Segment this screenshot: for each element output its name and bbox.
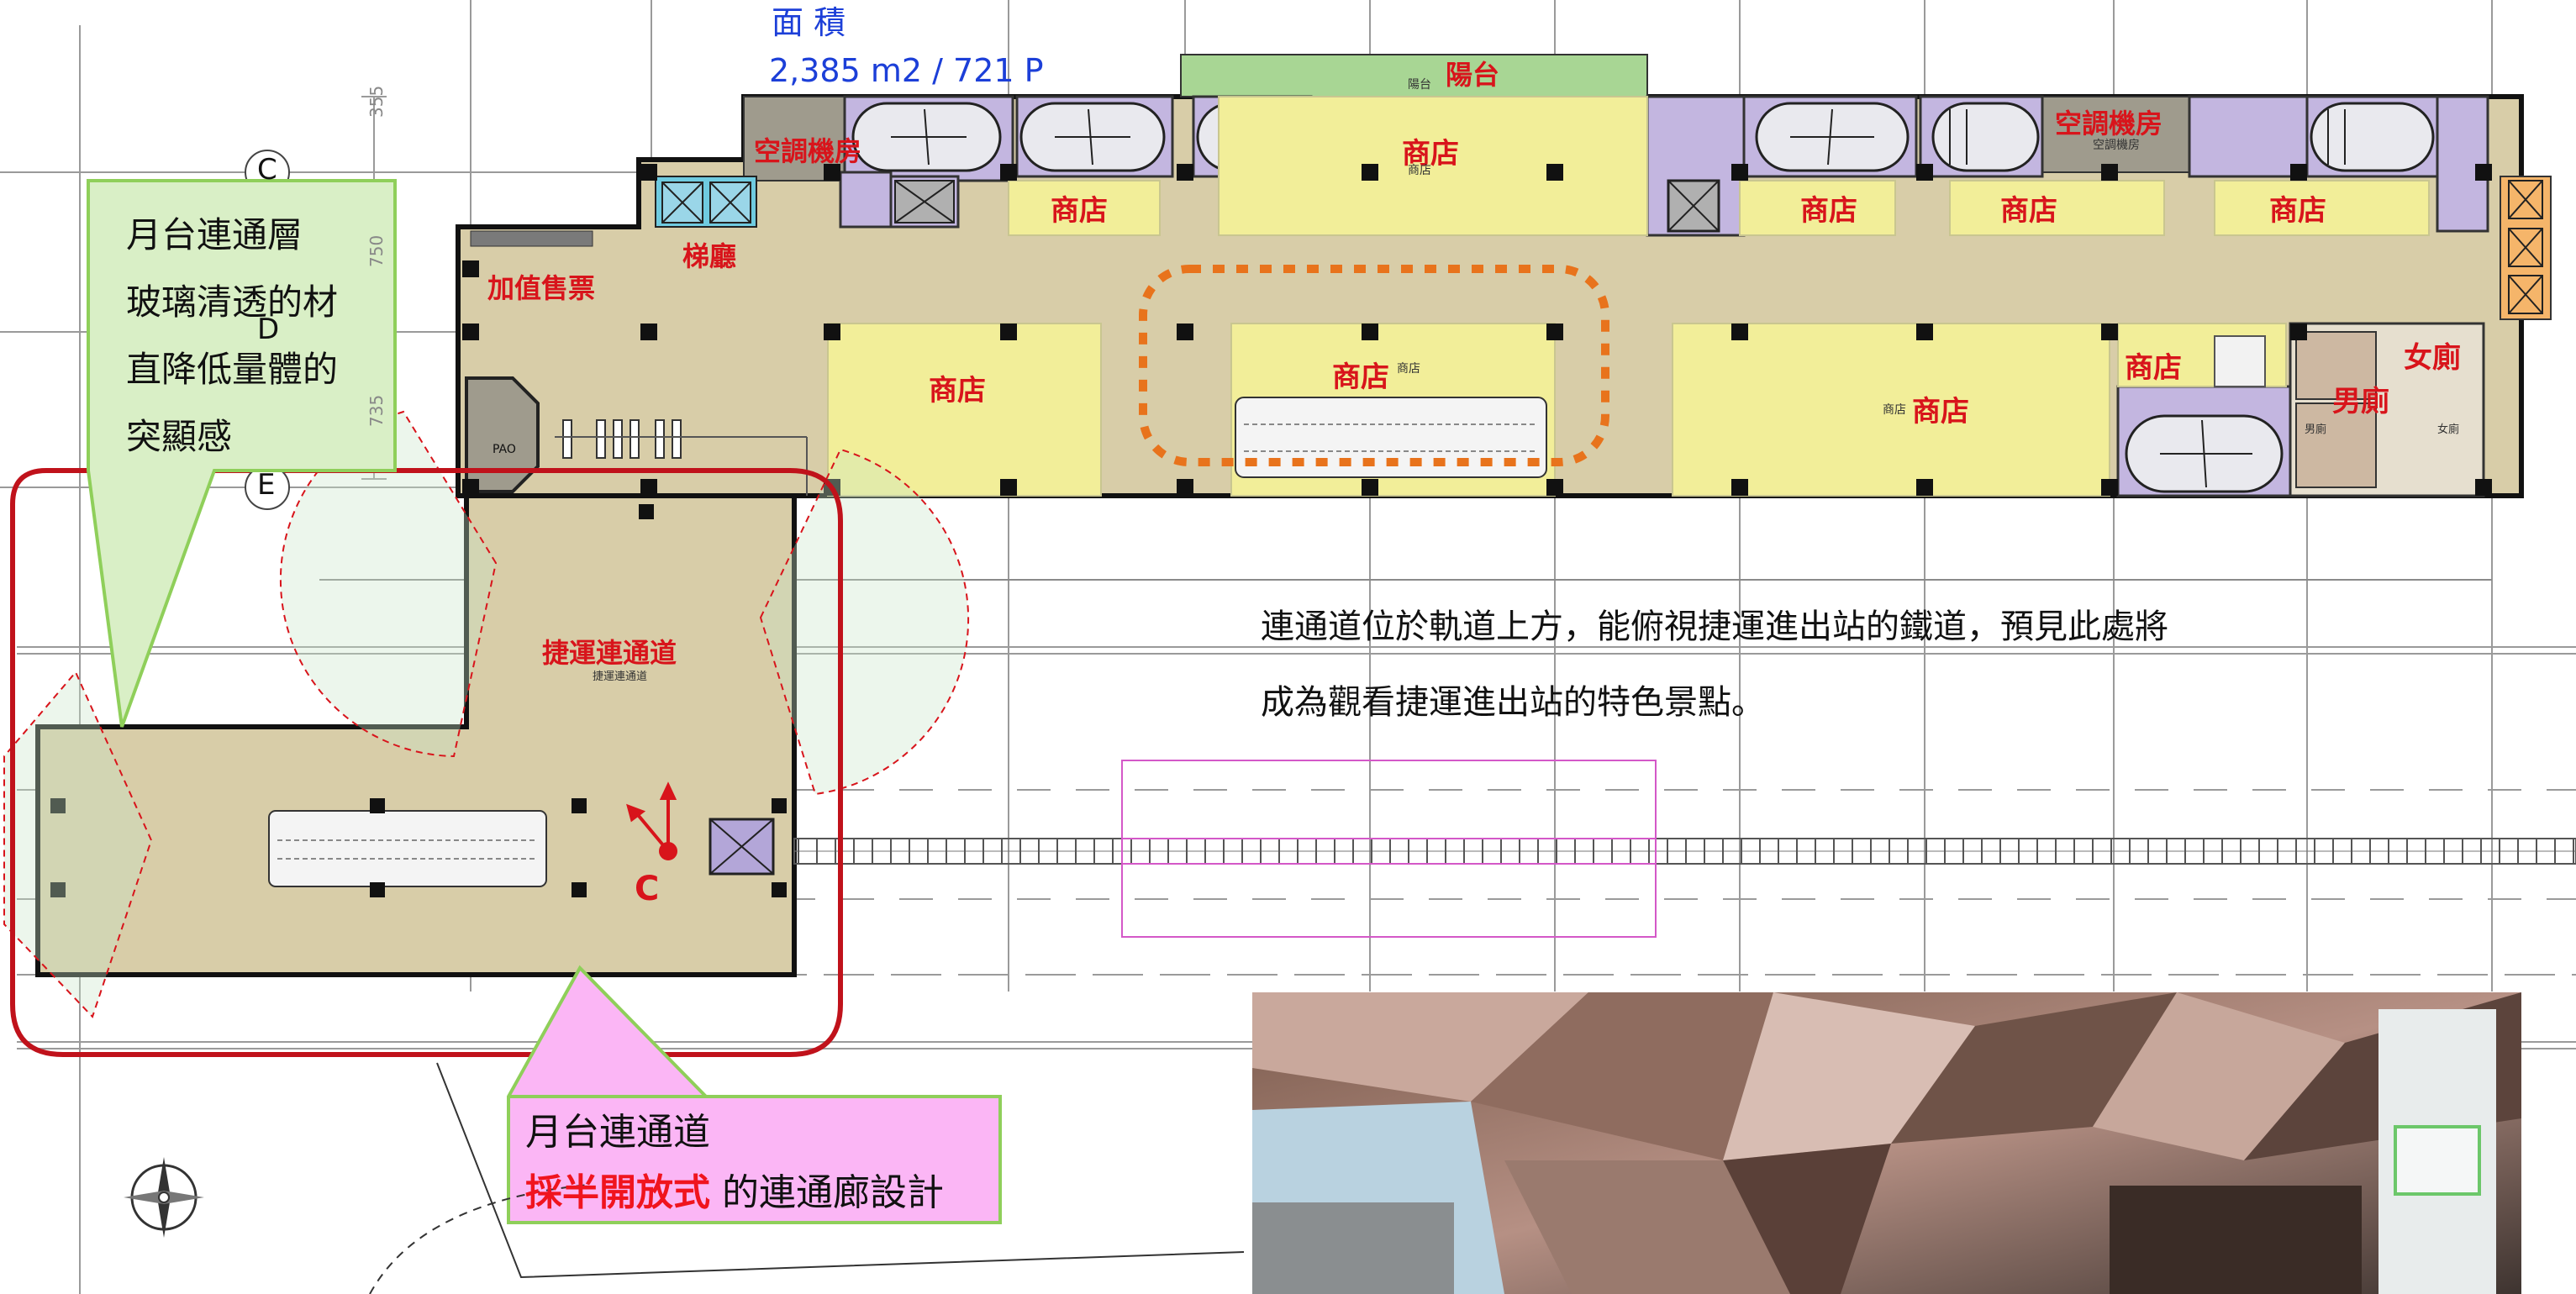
ticket-label: 加值售票 xyxy=(487,272,596,304)
grid-label-e: E xyxy=(257,468,276,502)
ticket-gates xyxy=(555,419,808,496)
columns xyxy=(50,164,2492,897)
view-marker xyxy=(626,781,677,860)
store-small-label: 商店 xyxy=(1883,403,1906,417)
corridor-escalator xyxy=(268,810,547,887)
store-label: 商店 xyxy=(1800,194,1857,228)
ac-room-small-label: 空調機房 xyxy=(2093,139,2140,152)
store-zones xyxy=(827,96,2430,497)
balcony-small-label: 陽台 xyxy=(1408,78,1431,92)
dotted-highlight xyxy=(1139,265,1609,466)
store-small-label: 商店 xyxy=(1397,362,1420,376)
ac-room-label-east: 空調機房 xyxy=(2055,108,2163,139)
womens-toilet-label: 女廁 xyxy=(2404,341,2461,375)
site-lines xyxy=(369,1062,1245,1294)
pao-label: PAO xyxy=(493,443,516,456)
dimension-label: 355 xyxy=(366,85,387,118)
balcony-label: 陽台 xyxy=(1446,59,1500,91)
pink-callout-shape xyxy=(507,965,1002,1224)
platform-track xyxy=(1121,838,1657,865)
restroom-mens xyxy=(2295,402,2377,488)
womens-small-label: 女廁 xyxy=(2437,423,2460,436)
compass-icon xyxy=(124,1157,204,1238)
pink-callout-line1: 月台連通道 xyxy=(525,1111,710,1154)
pao-booth xyxy=(465,376,540,493)
restroom-small xyxy=(2214,335,2266,387)
store-label: 商店 xyxy=(1912,395,1969,429)
corridor-highlight xyxy=(10,468,843,1057)
area-title: 面 積 xyxy=(772,4,846,41)
elevator-hall-label: 梯廳 xyxy=(682,240,737,272)
view-marker-label: C xyxy=(635,870,660,908)
green-callout: 月台連通層 玻璃清透的材 直降低量體的 突顯感 xyxy=(126,202,387,471)
store-label: 商店 xyxy=(2000,194,2057,228)
store-label: 商店 xyxy=(1051,194,1108,228)
pink-callout: 月台連通道 採半開放式 的連通廊設計 xyxy=(525,1102,996,1223)
link-corridor-small-label: 捷運連通道 xyxy=(593,671,648,683)
store-small-label: 商店 xyxy=(1408,164,1431,177)
pink-callout-highlight: 採半開放式 xyxy=(525,1171,710,1214)
elevators xyxy=(655,176,2552,876)
green-callout-line: 直降低量體的 xyxy=(126,349,339,390)
area-value: 2,385 m2 / 721 P xyxy=(769,52,1044,89)
ceiling-rendering-image xyxy=(1252,992,2521,1294)
pink-callout-line2: 採半開放式 的連通廊設計 xyxy=(525,1163,996,1223)
ticket-counter xyxy=(470,230,593,247)
store-label: 商店 xyxy=(2125,351,2182,385)
rail-ties xyxy=(798,839,2574,864)
link-corridor-label: 捷運連通道 xyxy=(542,637,677,669)
store-label: 商店 xyxy=(1402,137,1459,171)
grid-label-d: D xyxy=(257,313,280,346)
green-callout-shape xyxy=(87,179,397,728)
grid-label-c: C xyxy=(257,153,277,187)
store-label: 商店 xyxy=(929,374,986,408)
store-label: 商店 xyxy=(1332,360,1389,394)
store-label: 商店 xyxy=(2269,194,2326,228)
green-callout-line: 月台連通層 xyxy=(126,214,303,255)
main-escalator xyxy=(1235,397,1547,478)
description-line2: 成為觀看捷運進出站的特色景點。 xyxy=(1261,683,1765,722)
green-callout-line: 玻璃清透的材 xyxy=(126,281,339,323)
view-cones xyxy=(3,410,970,1018)
ac-room-label-west: 空調機房 xyxy=(754,135,862,167)
mens-small-label: 男廁 xyxy=(2305,423,2327,436)
pink-callout-rest: 的連通廊設計 xyxy=(710,1171,944,1214)
green-callout-line: 突顯感 xyxy=(126,416,233,457)
restroom-womens xyxy=(2295,331,2377,400)
mens-toilet-label: 男廁 xyxy=(2332,385,2389,418)
description-line1: 連通道位於軌道上方，能俯視捷運進出站的鐵道，預見此處將 xyxy=(1261,608,2168,646)
